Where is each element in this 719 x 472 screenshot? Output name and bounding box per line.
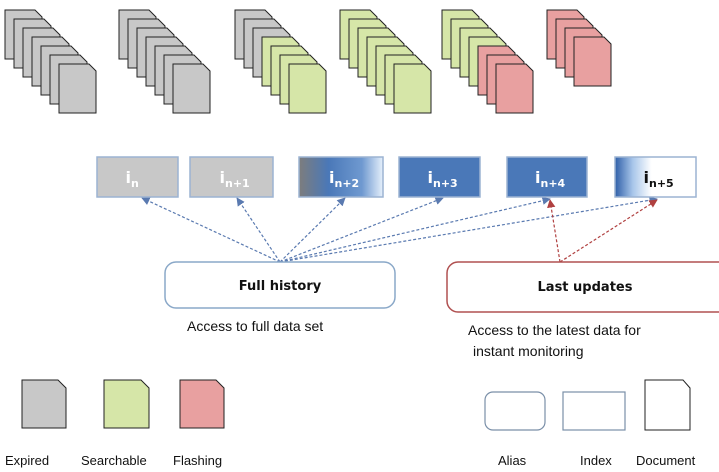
full-history-arrow-6	[279, 196, 658, 263]
arrows	[141, 196, 658, 263]
legend-alias: Alias	[484, 391, 546, 468]
last-updates-label: Last updates	[538, 280, 633, 295]
index-n+4: in+4	[506, 156, 588, 198]
document-flashing	[573, 36, 612, 87]
full-history-caption: Access to full data set	[187, 318, 323, 334]
legend-document-label: Document	[636, 453, 696, 468]
document-stack-5	[441, 9, 534, 114]
legend-flashing-label: Flashing	[173, 453, 222, 468]
full-history-arrow-5	[279, 196, 551, 263]
index-box	[189, 156, 274, 198]
full-history-arrow-3	[279, 197, 346, 263]
legend-alias-label: Alias	[498, 453, 527, 468]
index-box	[298, 156, 384, 198]
legend-searchable: Searchable	[81, 379, 150, 468]
last-updates-box	[446, 261, 719, 313]
index-n: in	[96, 156, 179, 198]
index-box	[398, 156, 481, 198]
document-searchable	[393, 63, 432, 114]
index-n+5: in+5	[614, 156, 697, 198]
document-expired	[58, 63, 97, 114]
legend-document-shape	[644, 379, 691, 431]
legend-document: Document	[636, 379, 696, 468]
full-history-arrow-2	[236, 197, 281, 263]
document-expired	[172, 63, 211, 114]
legend-index: Index	[562, 391, 626, 468]
last-updates-caption-line-2: instant monitoring	[473, 343, 584, 359]
full-history-label: Full history	[239, 279, 322, 294]
last-updates-arrow-1	[547, 199, 561, 263]
legend-flashing: Flashing	[173, 379, 225, 468]
full-history-arrow-1	[141, 197, 281, 263]
document-flashing	[495, 63, 534, 114]
document-stack-6	[546, 9, 612, 87]
last-updates-arrow-2	[559, 199, 658, 263]
index-n+2: in+2	[298, 156, 384, 198]
legend-index-shape	[562, 391, 626, 431]
index-box	[614, 156, 697, 198]
legend-searchable-label: Searchable	[81, 453, 147, 468]
index-n+3: in+3	[398, 156, 481, 198]
document-searchable	[288, 63, 327, 114]
legend-expired: Expired	[5, 379, 67, 468]
last-updates-alias: Last updates	[446, 261, 719, 313]
full-history-box	[164, 261, 396, 309]
full-history-arrow-4	[279, 196, 444, 263]
document-stack-2	[118, 9, 211, 114]
document-stack-3	[234, 9, 327, 114]
index-box	[96, 156, 179, 198]
index-n+1: in+1	[189, 156, 274, 198]
legend-index-label: Index	[580, 453, 612, 468]
legend-expired-document-icon	[21, 379, 67, 429]
document-stack-4	[339, 9, 432, 114]
legend-alias-shape	[484, 391, 546, 431]
last-updates-caption-line-1: Access to the latest data for	[468, 322, 641, 338]
document-stack-1	[4, 9, 97, 114]
legend-expired-label: Expired	[5, 453, 49, 468]
legend-searchable-document-icon	[103, 379, 150, 429]
document-stacks	[4, 9, 612, 114]
index-box	[506, 156, 588, 198]
full-history-alias: Full history	[164, 261, 396, 309]
legend-flashing-document-icon	[179, 379, 225, 429]
